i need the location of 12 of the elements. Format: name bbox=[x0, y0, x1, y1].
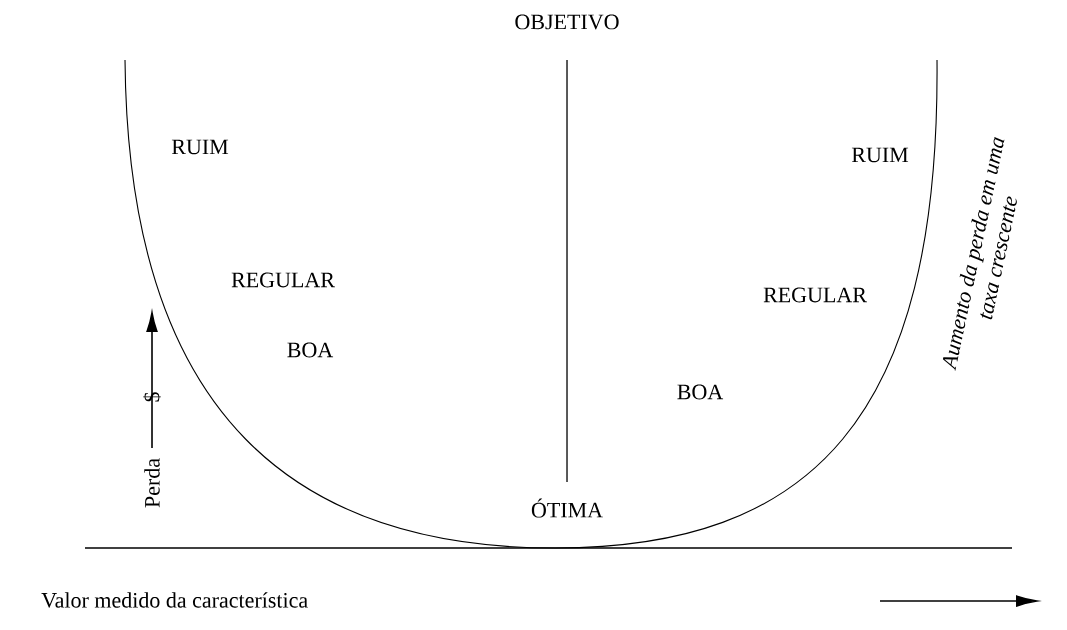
label-text: OBJETIVO bbox=[515, 14, 619, 30]
label-text: Aumento da perda em uma taxa crescente bbox=[942, 137, 1017, 371]
label-text: RUIM bbox=[171, 139, 229, 155]
label-text: Valor medido da característica bbox=[41, 592, 308, 608]
label-text: $ bbox=[143, 392, 161, 402]
label-text: RUIM bbox=[851, 147, 909, 163]
label-text: Perda bbox=[144, 458, 160, 508]
label-text: REGULAR bbox=[231, 272, 335, 288]
label-text: BOA bbox=[287, 342, 334, 358]
label-text: ÓTIMA bbox=[531, 498, 603, 518]
label-text: BOA bbox=[677, 384, 724, 400]
label-text: REGULAR bbox=[763, 287, 867, 303]
